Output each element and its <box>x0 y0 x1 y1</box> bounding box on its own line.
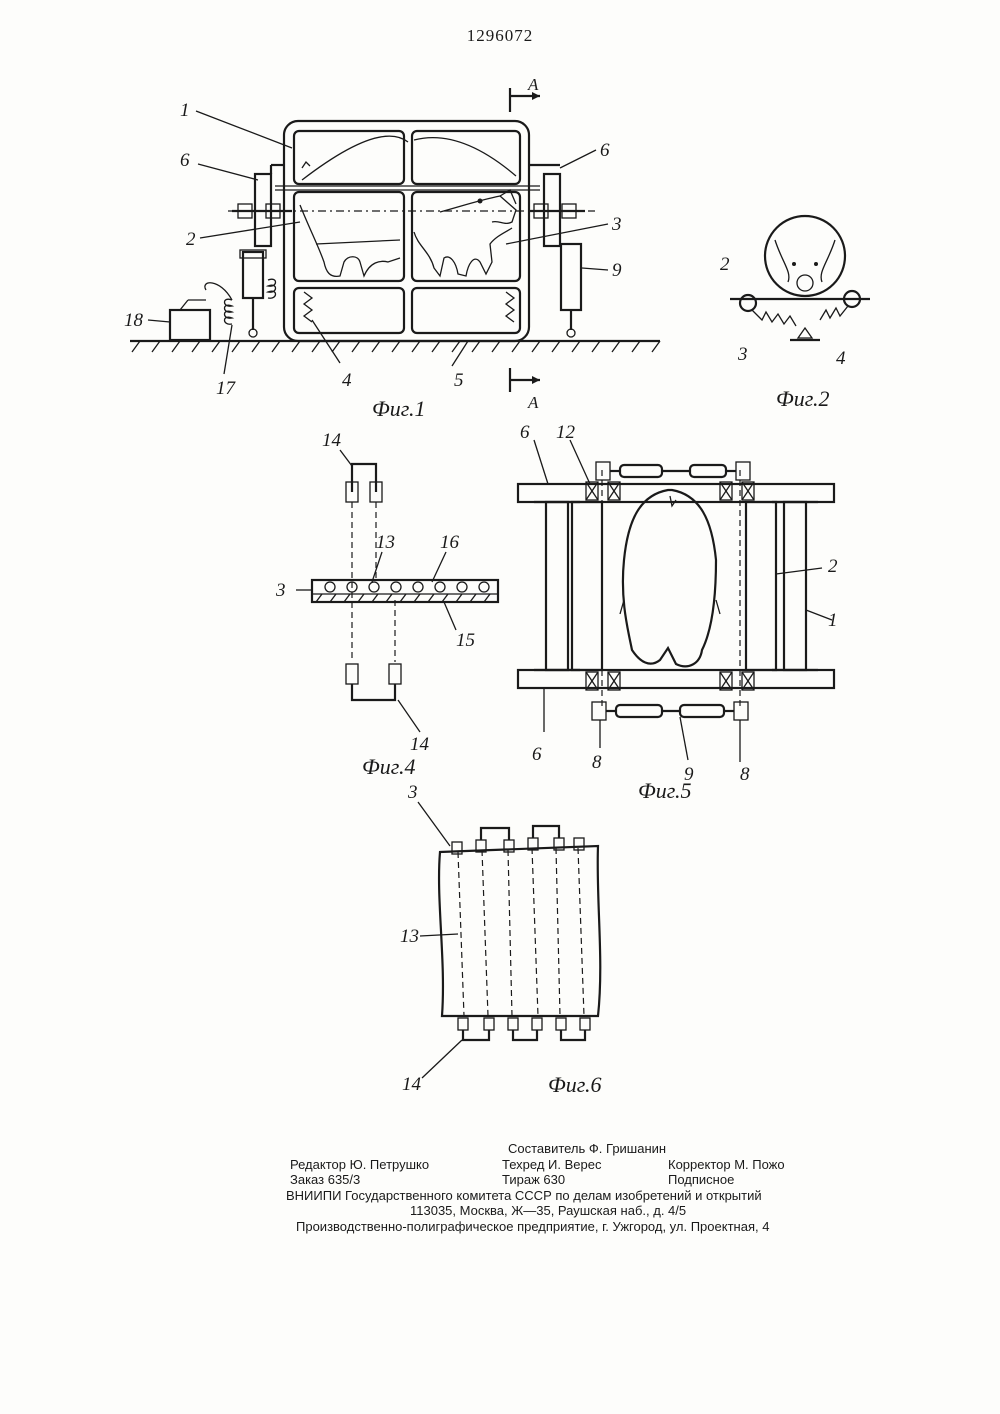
fig1-label-6-right: 6 <box>600 140 610 161</box>
fig1-label-1: 1 <box>180 100 190 121</box>
imprint-editor: Редактор Ю. Петрушко <box>290 1157 429 1173</box>
fig1-section-letter-top: А <box>527 75 539 94</box>
fig5-label-2: 2 <box>828 556 838 577</box>
figure-6: 3 13 14 Фиг.6 <box>400 782 602 1097</box>
imprint-subscription: Подписное <box>668 1172 734 1188</box>
imprint-block: Составитель Ф. Гришанин Редактор Ю. Петр… <box>290 1141 830 1234</box>
imprint-order: Заказ 635/3 <box>290 1172 360 1188</box>
imprint-org: ВНИИПИ Государственного комитета СССР по… <box>286 1188 762 1204</box>
fig6-label-13: 13 <box>400 926 419 947</box>
fig1-label-4: 4 <box>342 370 352 391</box>
imprint-techred: Техред И. Верес <box>502 1157 601 1173</box>
imprint-corrector: Корректор М. Пожо <box>668 1157 785 1173</box>
fig1-label-6-left: 6 <box>180 150 190 171</box>
imprint-circulation: Тираж 630 <box>502 1172 565 1188</box>
fig2-caption: Фиг.2 <box>776 386 830 411</box>
fig6-label-3: 3 <box>407 782 418 803</box>
fig4-label-14-bottom: 14 <box>410 734 430 755</box>
imprint-printer: Производственно-полиграфическое предприя… <box>296 1219 769 1235</box>
fig1-section-letter-bottom: А <box>527 393 539 412</box>
fig1-label-9: 9 <box>612 260 622 281</box>
fig5-label-6-top: 6 <box>520 422 530 443</box>
fig5-label-8-left: 8 <box>592 752 602 773</box>
fig5-label-12: 12 <box>556 422 576 443</box>
fig2-label-3: 3 <box>737 344 748 365</box>
figure-2: 2 3 4 Фиг.2 <box>720 216 870 411</box>
figure-5: 6 12 2 1 6 8 9 8 Фиг.5 <box>518 422 838 803</box>
fig5-label-6-bottom: 6 <box>532 744 542 765</box>
imprint-compiler: Составитель Ф. Гришанин <box>508 1141 666 1157</box>
fig1-label-18: 18 <box>124 310 144 331</box>
fig4-label-13: 13 <box>376 532 395 553</box>
fig2-label-2: 2 <box>720 254 730 275</box>
fig4-label-14-top: 14 <box>322 430 342 451</box>
fig6-caption: Фиг.6 <box>548 1072 602 1097</box>
figure-4: 14 13 16 3 15 14 Фиг.4 <box>275 430 498 779</box>
fig5-caption: Фиг.5 <box>638 778 692 803</box>
imprint-address: 113035, Москва, Ж—35, Раушская наб., д. … <box>410 1203 686 1219</box>
fig1-label-17: 17 <box>216 378 237 399</box>
fig4-label-3: 3 <box>275 580 286 601</box>
fig5-label-1: 1 <box>828 610 838 631</box>
fig1-label-2: 2 <box>186 229 196 250</box>
fig1-label-5: 5 <box>454 370 464 391</box>
fig6-label-14: 14 <box>402 1074 422 1095</box>
fig1-caption: Фиг.1 <box>372 396 426 421</box>
fig2-label-4: 4 <box>836 348 846 369</box>
fig1-label-3: 3 <box>611 214 622 235</box>
fig4-caption: Фиг.4 <box>362 754 416 779</box>
fig5-label-8-right: 8 <box>740 764 750 785</box>
figure-1: 1 6 6 2 3 9 18 17 4 5 А А Фиг.1 <box>124 75 660 421</box>
fig4-label-16: 16 <box>440 532 460 553</box>
fig4-label-15: 15 <box>456 630 475 651</box>
